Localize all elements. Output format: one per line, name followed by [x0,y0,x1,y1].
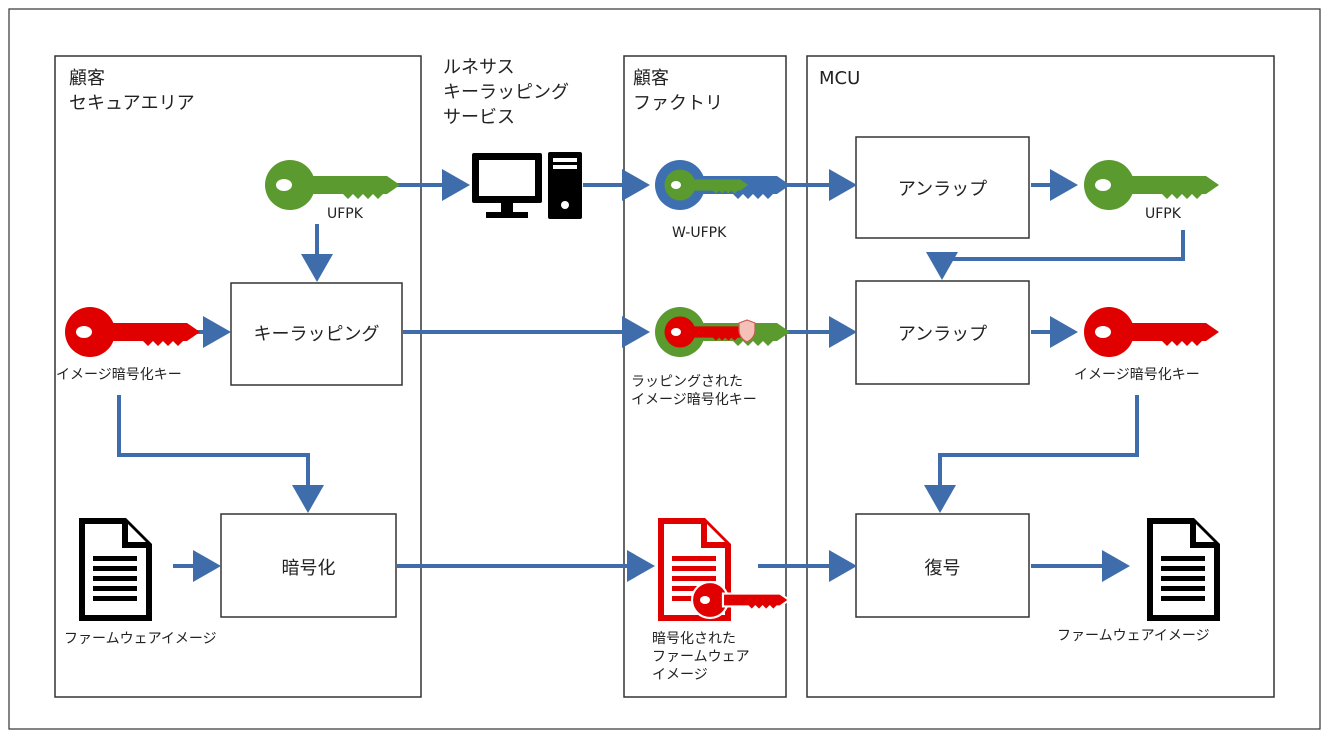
encrypted-document-icon [658,518,791,621]
secure-area-heading: 顧客 セキュアエリア [69,68,195,114]
computer-icon [472,152,582,219]
encrypt-box [220,513,397,618]
w-ufpk-label: W-UFPK [672,225,727,241]
ufpk-label-left: UFPK [327,206,363,222]
firmware-label-left: ファームウェアイメージ [64,631,217,647]
unwrap-box-1 [855,136,1030,239]
key-wrapping-label: キーラッピング [253,324,380,345]
unwrap-label-2: アンラップ [897,324,988,345]
mcu-heading: MCU [819,68,861,89]
factory-section [623,55,787,698]
encrypted-firmware-label: 暗号化された ファームウェア イメージ [652,631,750,683]
wrapped-image-key-icon [655,307,790,357]
wrap-service-heading: ルネサス キーラッピング サービス [443,57,569,128]
factory-heading: 顧客 ファクトリ [633,68,723,114]
arrow-ufpk-to-unwrap2 [926,230,1185,280]
document-icon [1147,518,1220,621]
encrypt-label: 暗号化 [281,558,336,579]
firmware-label-right: ファームウェアイメージ [1057,628,1210,644]
green-key-icon [1084,160,1219,210]
wrapped-key-label: ラッピングされた イメージ暗号化キー [631,374,757,408]
ufpk-label-right: UFPK [1145,206,1181,222]
arrow-key-to-encrypt [117,395,324,513]
image-key-label-left: イメージ暗号化キー [56,367,182,383]
red-key-icon [65,307,200,357]
shield-icon [738,319,756,343]
document-icon [79,518,152,621]
key-wrapping-box [230,282,403,386]
image-key-label-right: イメージ暗号化キー [1074,367,1200,383]
outer-frame [8,8,1321,730]
decrypt-label: 復号 [924,558,961,579]
decrypt-box [855,513,1030,618]
wrapped-ufpk-icon [655,160,790,210]
secure-area-section [54,55,422,698]
red-key-icon [1084,307,1219,357]
unwrap-box-2 [855,280,1030,385]
green-key-icon [265,160,400,210]
mcu-section [806,55,1275,698]
unwrap-label-1: アンラップ [897,179,988,200]
arrow-key-to-decrypt [924,395,1139,513]
